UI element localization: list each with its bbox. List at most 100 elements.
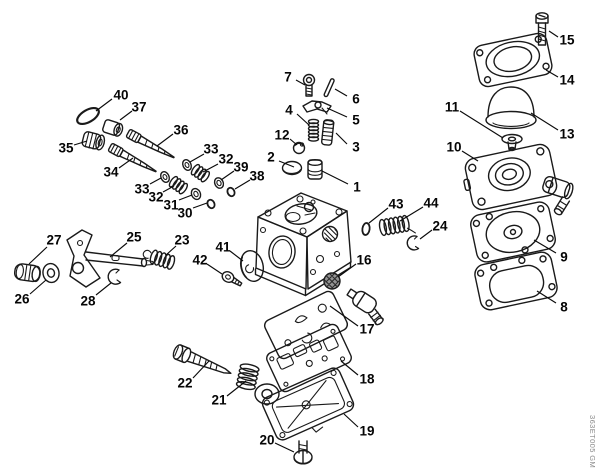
callout-14: 14	[559, 73, 575, 88]
part-2-welch-plug	[281, 160, 303, 176]
callout-3: 3	[352, 140, 360, 155]
part-34-adjustment-screw	[107, 143, 157, 173]
callout-27: 27	[46, 233, 61, 248]
callout-16: 16	[356, 253, 372, 268]
callout-40: 40	[113, 88, 128, 103]
leader-line-27	[28, 246, 48, 265]
part-25-throttle-shaft	[66, 229, 154, 288]
part-32-spring	[190, 163, 211, 183]
leader-line-18	[340, 360, 359, 376]
callout-26: 26	[14, 292, 30, 307]
leader-line-4	[296, 113, 310, 126]
part-18-gasket	[266, 323, 352, 393]
part-33-washer	[159, 171, 171, 183]
leader-line-20	[274, 442, 295, 453]
part-33-washer	[181, 159, 193, 171]
callout-32: 32	[218, 152, 233, 167]
leader-line-38	[234, 179, 251, 190]
part-11-valve-disc	[501, 133, 523, 152]
leader-line-11	[459, 110, 504, 139]
leader-line-5	[326, 107, 348, 118]
callout-2: 2	[267, 150, 275, 165]
callout-17: 17	[359, 322, 374, 337]
callout-11: 11	[445, 100, 460, 115]
callout-4: 4	[285, 103, 293, 118]
leader-line-34	[118, 157, 134, 169]
part-15-screw	[535, 12, 549, 46]
part-44-spring	[378, 214, 416, 237]
part-23-spring	[142, 249, 176, 270]
leader-line-36	[156, 133, 174, 147]
part-14-cover-plate	[473, 32, 553, 88]
leader-line-42	[206, 263, 223, 275]
leader-line-33	[189, 153, 205, 163]
leader-line-15	[548, 30, 559, 38]
part-9-diaphragm	[470, 201, 556, 263]
callout-10: 10	[446, 140, 461, 155]
part-10-elbow-fitting	[542, 175, 574, 200]
part-1-valve-piston	[307, 158, 323, 180]
leader-line-37	[119, 110, 133, 121]
leader-line-23	[165, 245, 177, 256]
callout-22: 22	[177, 376, 192, 391]
part-43-o-ring	[361, 222, 371, 236]
carburetor-body-side-detail	[259, 225, 341, 276]
callout-28: 28	[80, 294, 96, 309]
part-17-fuel-fitting	[346, 288, 384, 326]
part-13-primer-bulb	[485, 86, 537, 130]
callout-35: 35	[58, 141, 74, 156]
part-16-screen	[323, 272, 341, 290]
part-4-spring	[307, 118, 320, 142]
leader-line-25	[109, 242, 128, 258]
callout-33: 33	[203, 142, 219, 157]
callout-36: 36	[173, 123, 189, 138]
callout-9: 9	[560, 250, 568, 265]
carburetor-body-top-detail	[264, 195, 343, 235]
part-8-gasket	[474, 251, 558, 311]
callout-5: 5	[352, 113, 360, 128]
callout-42: 42	[192, 253, 207, 268]
leader-line-17	[329, 305, 359, 327]
callout-33: 33	[134, 182, 150, 197]
part-26-washer	[42, 262, 60, 284]
leader-line-7	[295, 79, 306, 86]
leader-line-33	[149, 177, 162, 185]
leader-line-13	[530, 112, 559, 131]
part-42-screw	[221, 271, 243, 287]
callout-19: 19	[359, 424, 374, 439]
part-38-o-ring	[226, 186, 236, 198]
part-17-gasket	[263, 290, 349, 360]
part-28-retaining-clip	[107, 268, 122, 285]
callout-23: 23	[174, 233, 190, 248]
callout-8: 8	[560, 300, 568, 315]
leader-line-21	[226, 380, 247, 397]
part-21-spring	[235, 363, 260, 391]
part-27-swivel	[13, 263, 41, 283]
callout-34: 34	[103, 165, 119, 180]
part-41-throttle-disc	[239, 250, 265, 282]
leader-line-6	[334, 88, 348, 97]
part-5-metering-lever	[302, 100, 332, 115]
part-carburetor-body	[254, 192, 352, 297]
part-30-o-ring	[206, 198, 216, 210]
callout-12: 12	[274, 128, 289, 143]
callout-41: 41	[215, 240, 231, 255]
callout-32: 32	[148, 190, 163, 205]
part-22-screw	[172, 344, 232, 375]
callout-13: 13	[559, 127, 575, 142]
leader-line-32	[162, 185, 175, 193]
leader-line-35	[73, 140, 88, 146]
leader-line-26	[29, 279, 47, 295]
part-10-pump-body	[463, 143, 574, 216]
part-3-inlet-valve	[321, 119, 335, 146]
leader-line-8	[536, 290, 557, 304]
leader-line-24	[419, 229, 433, 240]
part-40-o-ring	[76, 106, 100, 126]
part-35-plug	[81, 131, 106, 151]
callout-7: 7	[284, 70, 292, 85]
part-20-screw	[293, 440, 313, 465]
leader-line-41	[229, 250, 244, 262]
leader-line-9	[533, 239, 557, 254]
